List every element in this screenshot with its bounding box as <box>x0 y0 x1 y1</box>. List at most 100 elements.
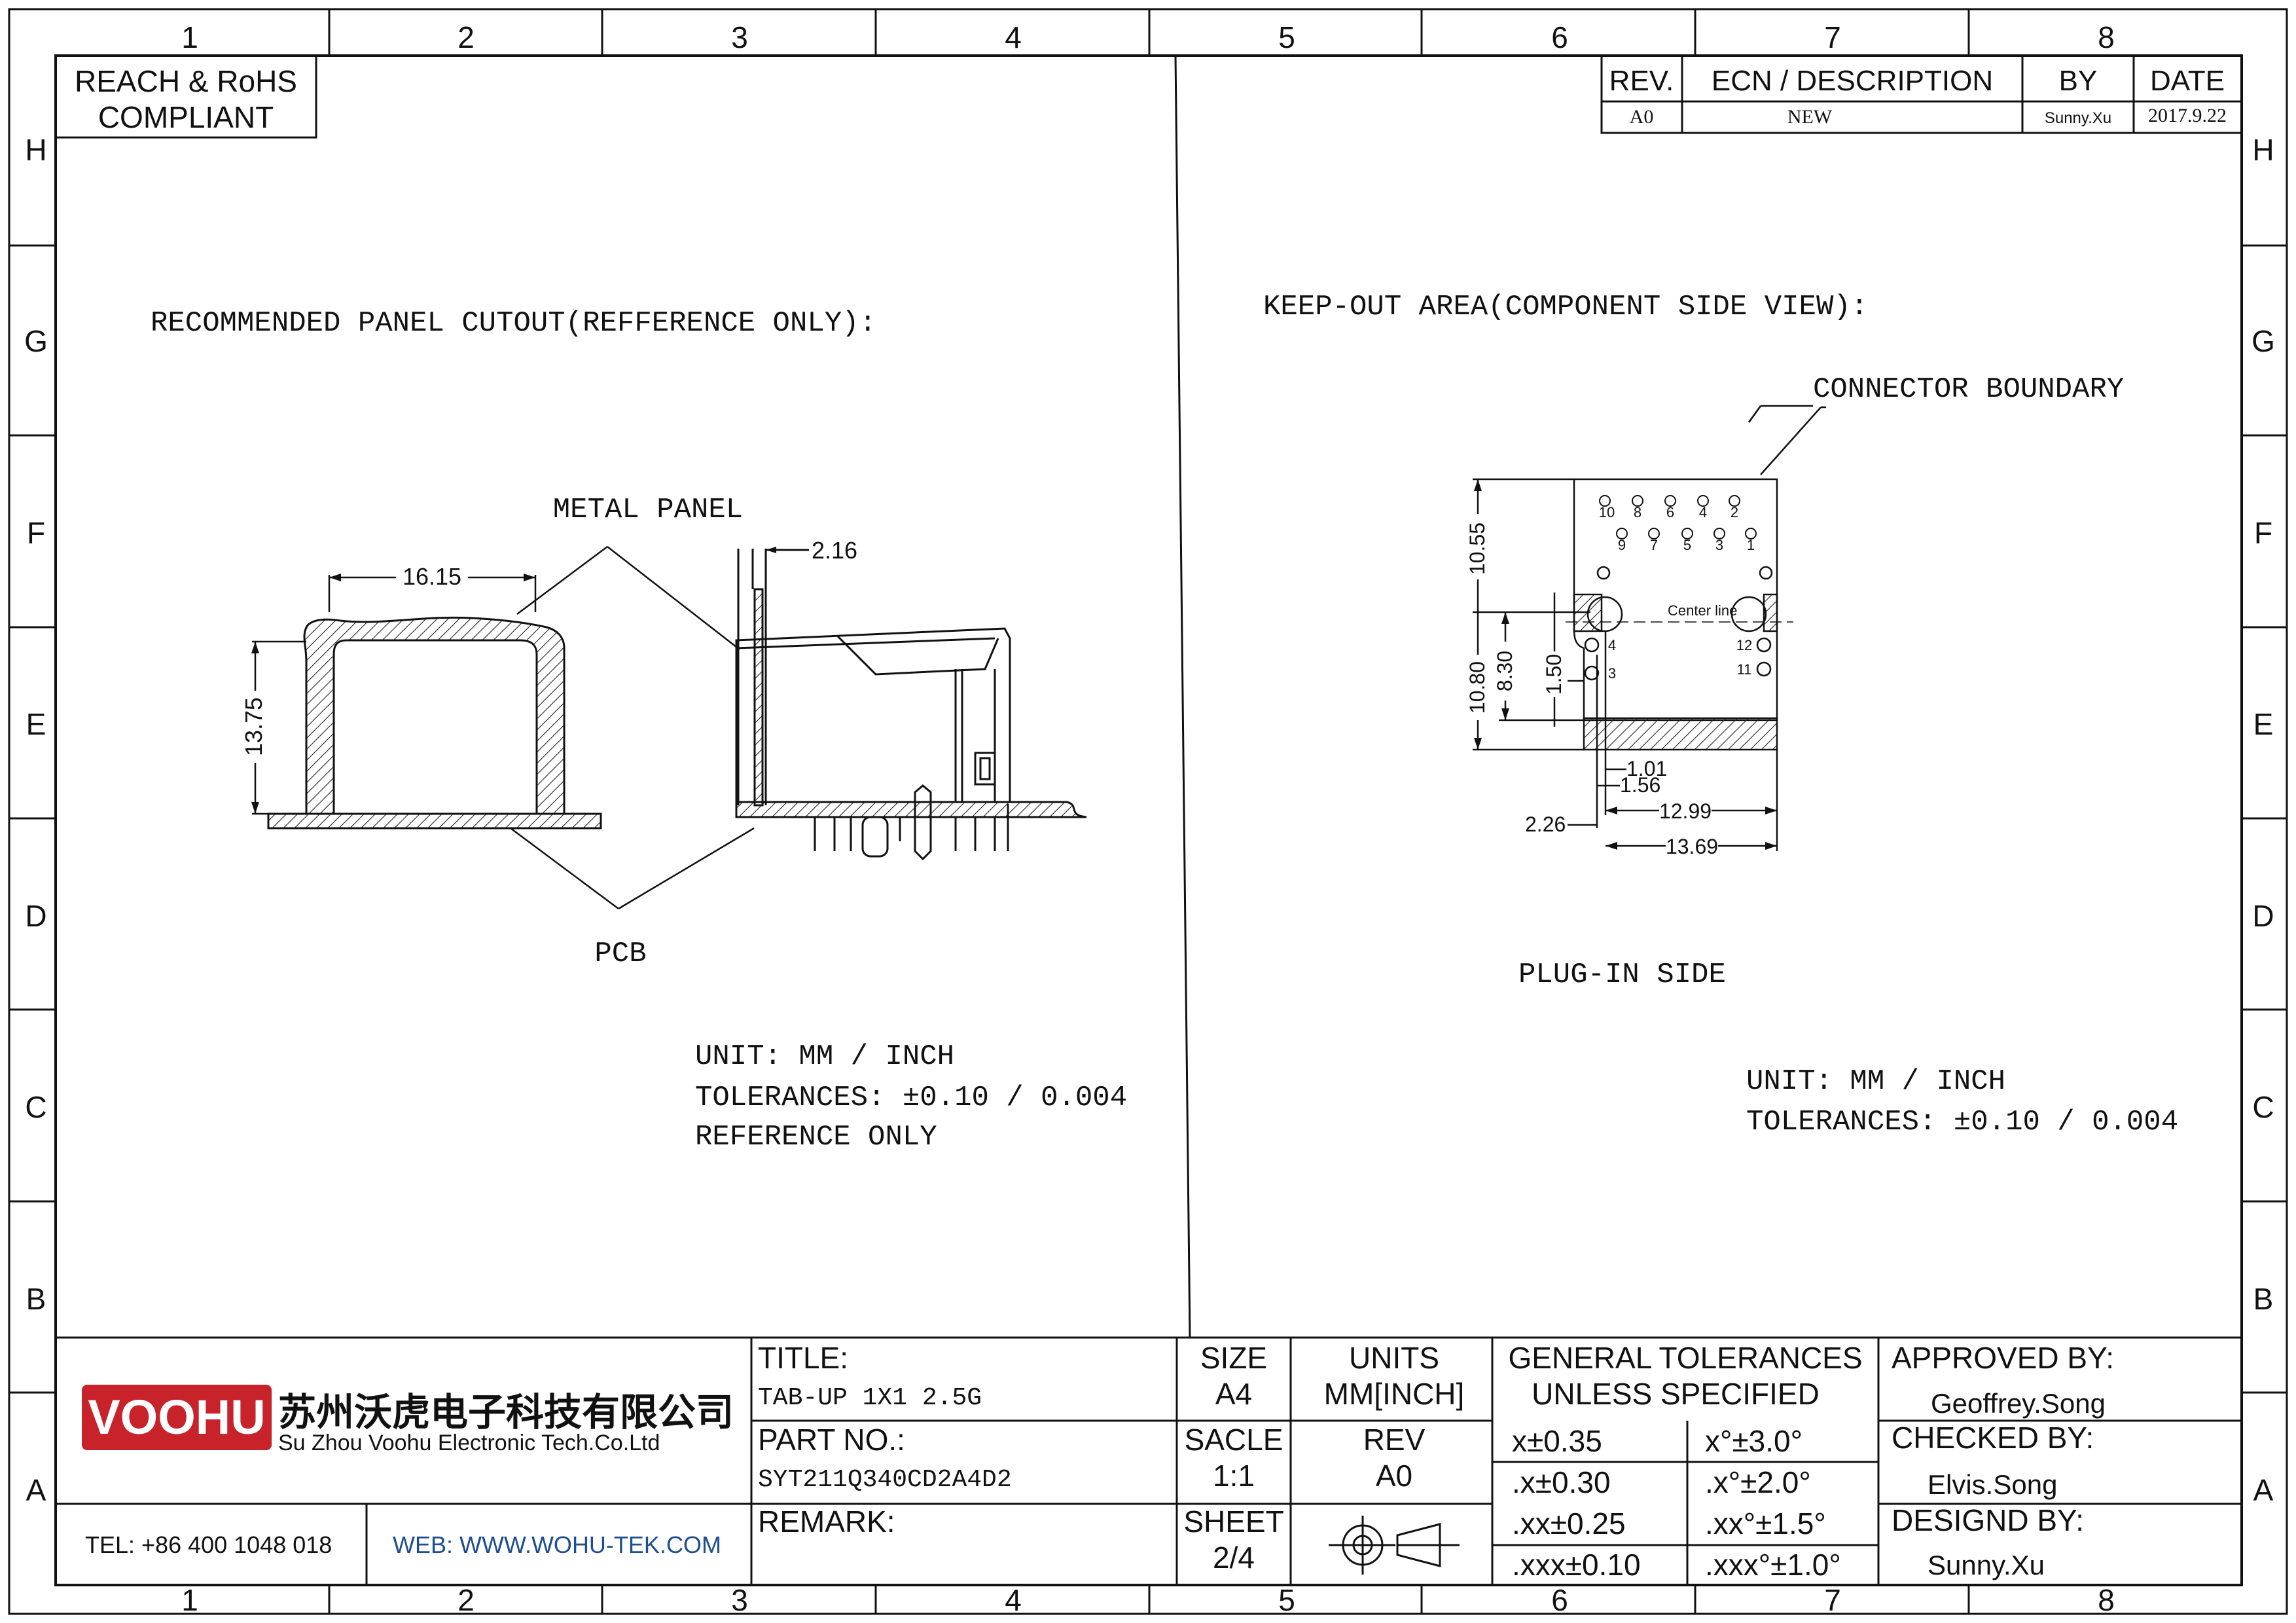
pin-label: 3 <box>1715 537 1723 553</box>
tol-angular: .xx°±1.5° <box>1705 1506 1826 1541</box>
pin-label: 9 <box>1618 537 1626 553</box>
dim-panel-thickness: 2.16 <box>812 537 857 564</box>
checked-by-label: CHECKED BY: <box>1892 1421 2094 1455</box>
part-no-label: PART NO.: <box>758 1423 905 1457</box>
compliance-box: REACH & RoHS COMPLIANT <box>54 54 317 139</box>
pin-label: 7 <box>1650 537 1658 553</box>
dim-2-26: 2.26 <box>1525 812 1566 836</box>
company-logo: VOOHU <box>82 1385 272 1450</box>
pin-label: 8 <box>1634 504 1641 520</box>
column-label: 2 <box>457 20 475 54</box>
metal-panel-section <box>303 616 565 815</box>
pin-label: 6 <box>1666 504 1674 520</box>
title-value: TAB-UP 1X1 2.5G <box>758 1384 982 1412</box>
dim-8-30: 8.30 <box>1493 651 1516 691</box>
center-line-label: Center line <box>1668 602 1737 619</box>
pin-label: 2 <box>1731 504 1738 520</box>
date-cell: 2017.9.22 <box>2148 105 2227 126</box>
row-label: D <box>2252 899 2274 933</box>
led-pin-label: 11 <box>1737 661 1752 678</box>
sheet-label: SHEET <box>1183 1504 1283 1539</box>
left-view-heading: RECOMMENDED PANEL CUTOUT(REFFERENCE ONLY… <box>151 307 876 340</box>
left-note-tolerance: TOLERANCES: ±0.10 / 0.004 <box>695 1082 1127 1114</box>
date-header: DATE <box>2150 65 2225 97</box>
column-label: 1 <box>181 1583 198 1617</box>
right-note-unit: UNIT: MM / INCH <box>1746 1065 2005 1098</box>
column-label: 4 <box>1005 20 1022 54</box>
scale-label: SACLE <box>1185 1423 1283 1457</box>
row-label: G <box>2251 324 2275 358</box>
tol-linear: x±0.35 <box>1512 1424 1602 1458</box>
by-header: BY <box>2059 65 2098 97</box>
sheet-value: 2/4 <box>1213 1541 1255 1575</box>
dim-height: 13.75 <box>240 697 267 756</box>
dim-1-50: 1.50 <box>1542 654 1566 695</box>
keep-out-view: KEEP-OUT AREA(COMPONENT SIDE VIEW): CONN… <box>1263 291 2178 1139</box>
led-pin-label: 12 <box>1736 637 1752 653</box>
logo-text: VOOHU <box>88 1390 265 1444</box>
right-note-tolerance: TOLERANCES: ±0.10 / 0.004 <box>1746 1106 2178 1139</box>
title-block: VOOHU 苏州沃虎电子科技有限公司 Su Zhou Voohu Electro… <box>56 1336 2242 1585</box>
unless-specified-title: UNLESS SPECIFIED <box>1532 1377 1820 1411</box>
row-label: E <box>2253 707 2274 741</box>
column-label: 6 <box>1551 20 1568 54</box>
ecn-cell: NEW <box>1787 106 1833 128</box>
column-label: 1 <box>181 20 198 54</box>
tol-angular: .xxx°±1.0° <box>1705 1548 1841 1582</box>
column-label: 5 <box>1278 1583 1295 1617</box>
plug-in-side-label: PLUG-IN SIDE <box>1518 958 1726 991</box>
column-label: 3 <box>731 20 748 54</box>
pin-label: 4 <box>1699 504 1707 520</box>
designed-by-value: Sunny.Xu <box>1928 1550 2045 1580</box>
company-name-cn: 苏州沃虎电子科技有限公司 <box>278 1390 734 1434</box>
row-label: H <box>25 133 46 167</box>
rev-header: REV. <box>1609 65 1674 97</box>
row-label: C <box>2252 1090 2274 1124</box>
general-tolerances-title: GENERAL TOLERANCES <box>1508 1341 1862 1375</box>
tol-angular: x°±3.0° <box>1705 1424 1803 1458</box>
row-label: G <box>24 324 48 358</box>
tol-linear: .xxx±0.10 <box>1512 1548 1641 1582</box>
checked-by-value: Elvis.Song <box>1928 1469 2057 1500</box>
column-label: 3 <box>731 1583 748 1617</box>
row-label: B <box>26 1282 46 1316</box>
connector-boundary-label: CONNECTOR BOUNDARY <box>1813 373 2124 406</box>
website: WEB: WWW.WOHU-TEK.COM <box>393 1531 721 1558</box>
approved-by-value: Geoffrey.Song <box>1931 1388 2106 1419</box>
row-label: H <box>2252 133 2274 167</box>
row-label: B <box>2253 1282 2274 1316</box>
tol-linear: .x±0.30 <box>1512 1465 1611 1499</box>
drawing-frame <box>8 8 2288 1615</box>
part-no-value: SYT211Q340CD2A4D2 <box>758 1466 1012 1494</box>
column-label: 5 <box>1278 20 1295 54</box>
ecn-header: ECN / DESCRIPTION <box>1712 65 1993 97</box>
units-label: UNITS <box>1349 1341 1439 1375</box>
dim-13-69: 13.69 <box>1666 835 1718 858</box>
dim-10-80: 10.80 <box>1465 661 1489 714</box>
projection-symbol-icon <box>1329 1516 1460 1575</box>
metal-panel-label: METAL PANEL <box>553 494 743 526</box>
by-cell: Sunny.Xu <box>2045 109 2111 127</box>
row-label: F <box>2254 516 2272 550</box>
approved-by-label: APPROVED BY: <box>1892 1341 2114 1375</box>
connector-outline <box>1566 478 1793 751</box>
title-label: TITLE: <box>758 1341 848 1375</box>
remark-label: REMARK: <box>758 1504 895 1539</box>
row-label: A <box>26 1473 46 1507</box>
dim-width: 16.15 <box>403 563 461 590</box>
scale-value: 1:1 <box>1213 1459 1255 1493</box>
panel-cutout-view: RECOMMENDED PANEL CUTOUT(REFFERENCE ONLY… <box>151 307 1127 1154</box>
row-labels: H G F E D C B A H G F E D C B A <box>24 133 2275 1507</box>
size-value: A4 <box>1215 1377 1252 1411</box>
pin-label: 10 <box>1599 504 1615 520</box>
led-pin-label: 4 <box>1608 637 1616 653</box>
designed-by-label: DESIGND BY: <box>1892 1503 2084 1537</box>
pin-label: 5 <box>1683 537 1691 553</box>
dim-1-01: 1.01 <box>1626 757 1667 780</box>
tel: TEL: +86 400 1048 018 <box>85 1531 332 1558</box>
column-label: 2 <box>457 1583 475 1617</box>
column-label: 7 <box>1824 1583 1841 1617</box>
left-note-unit: UNIT: MM / INCH <box>695 1040 954 1073</box>
row-label: C <box>25 1090 46 1124</box>
